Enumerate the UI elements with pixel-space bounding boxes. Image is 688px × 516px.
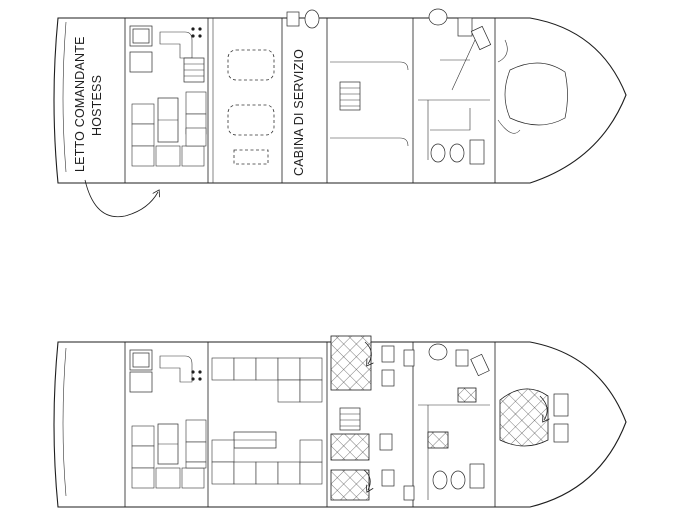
nightstand-4 xyxy=(379,433,393,451)
service-sink xyxy=(286,11,300,27)
upper-dinette xyxy=(131,91,207,167)
lower-plan xyxy=(53,335,627,508)
galley-appliance-2 xyxy=(129,51,153,73)
upper-bow-locker-1 xyxy=(497,39,508,63)
crew-bed-outline xyxy=(62,21,67,173)
lower-stairs xyxy=(339,407,361,431)
galley-appliance-1-inner xyxy=(132,28,150,44)
cabin-bed-starboard-aft xyxy=(330,469,370,501)
upper-head-forward xyxy=(418,8,492,165)
cabin-bed-port-aft xyxy=(330,335,372,391)
cabin-bed-mid xyxy=(330,433,370,461)
saloon-sofa-upper xyxy=(211,357,323,403)
bed-arrow-3 xyxy=(539,395,547,420)
forepeak-locker-2 xyxy=(553,423,569,443)
label-service-cabin: CABINA DI SERVIZIO xyxy=(292,49,306,176)
lower-aft-outline xyxy=(62,347,67,497)
lower-heads xyxy=(418,343,490,500)
nightstand-5 xyxy=(381,469,395,487)
dashed-seat-2 xyxy=(227,104,275,136)
forepeak-locker-1 xyxy=(553,393,569,417)
corridor-wall-1 xyxy=(330,61,409,71)
upper-stairs xyxy=(339,81,361,111)
label-hostess: HOSTESS xyxy=(90,75,104,136)
lower-galley-sink xyxy=(159,355,193,383)
nightstand-3 xyxy=(381,369,395,387)
dashed-table xyxy=(233,149,269,165)
bed-arrow-2 xyxy=(363,469,370,490)
nightstand-1 xyxy=(381,345,395,363)
door-swing-arrow xyxy=(84,179,158,218)
upper-forepeak-bed xyxy=(504,62,568,126)
service-toilet xyxy=(304,9,320,29)
dashed-seat-1 xyxy=(227,49,275,81)
label-crew-bed: LETTO COMANDANTE xyxy=(73,36,87,172)
upper-bow-locker-2 xyxy=(497,119,521,134)
corridor-wall-2 xyxy=(330,137,409,147)
stove-burners xyxy=(191,27,202,38)
nightstand-6 xyxy=(403,485,415,501)
lower-forepeak-bed xyxy=(499,388,549,447)
lower-dinette xyxy=(131,419,207,489)
upper-plan: LETTO COMANDANTE HOSTESS xyxy=(53,8,627,218)
lower-galley-appliance-2 xyxy=(129,371,153,393)
lower-stove-burners xyxy=(191,370,202,381)
bed-arrow-1 xyxy=(364,341,371,364)
saloon-sofa-lower xyxy=(211,439,323,485)
nightstand-2 xyxy=(403,349,415,367)
